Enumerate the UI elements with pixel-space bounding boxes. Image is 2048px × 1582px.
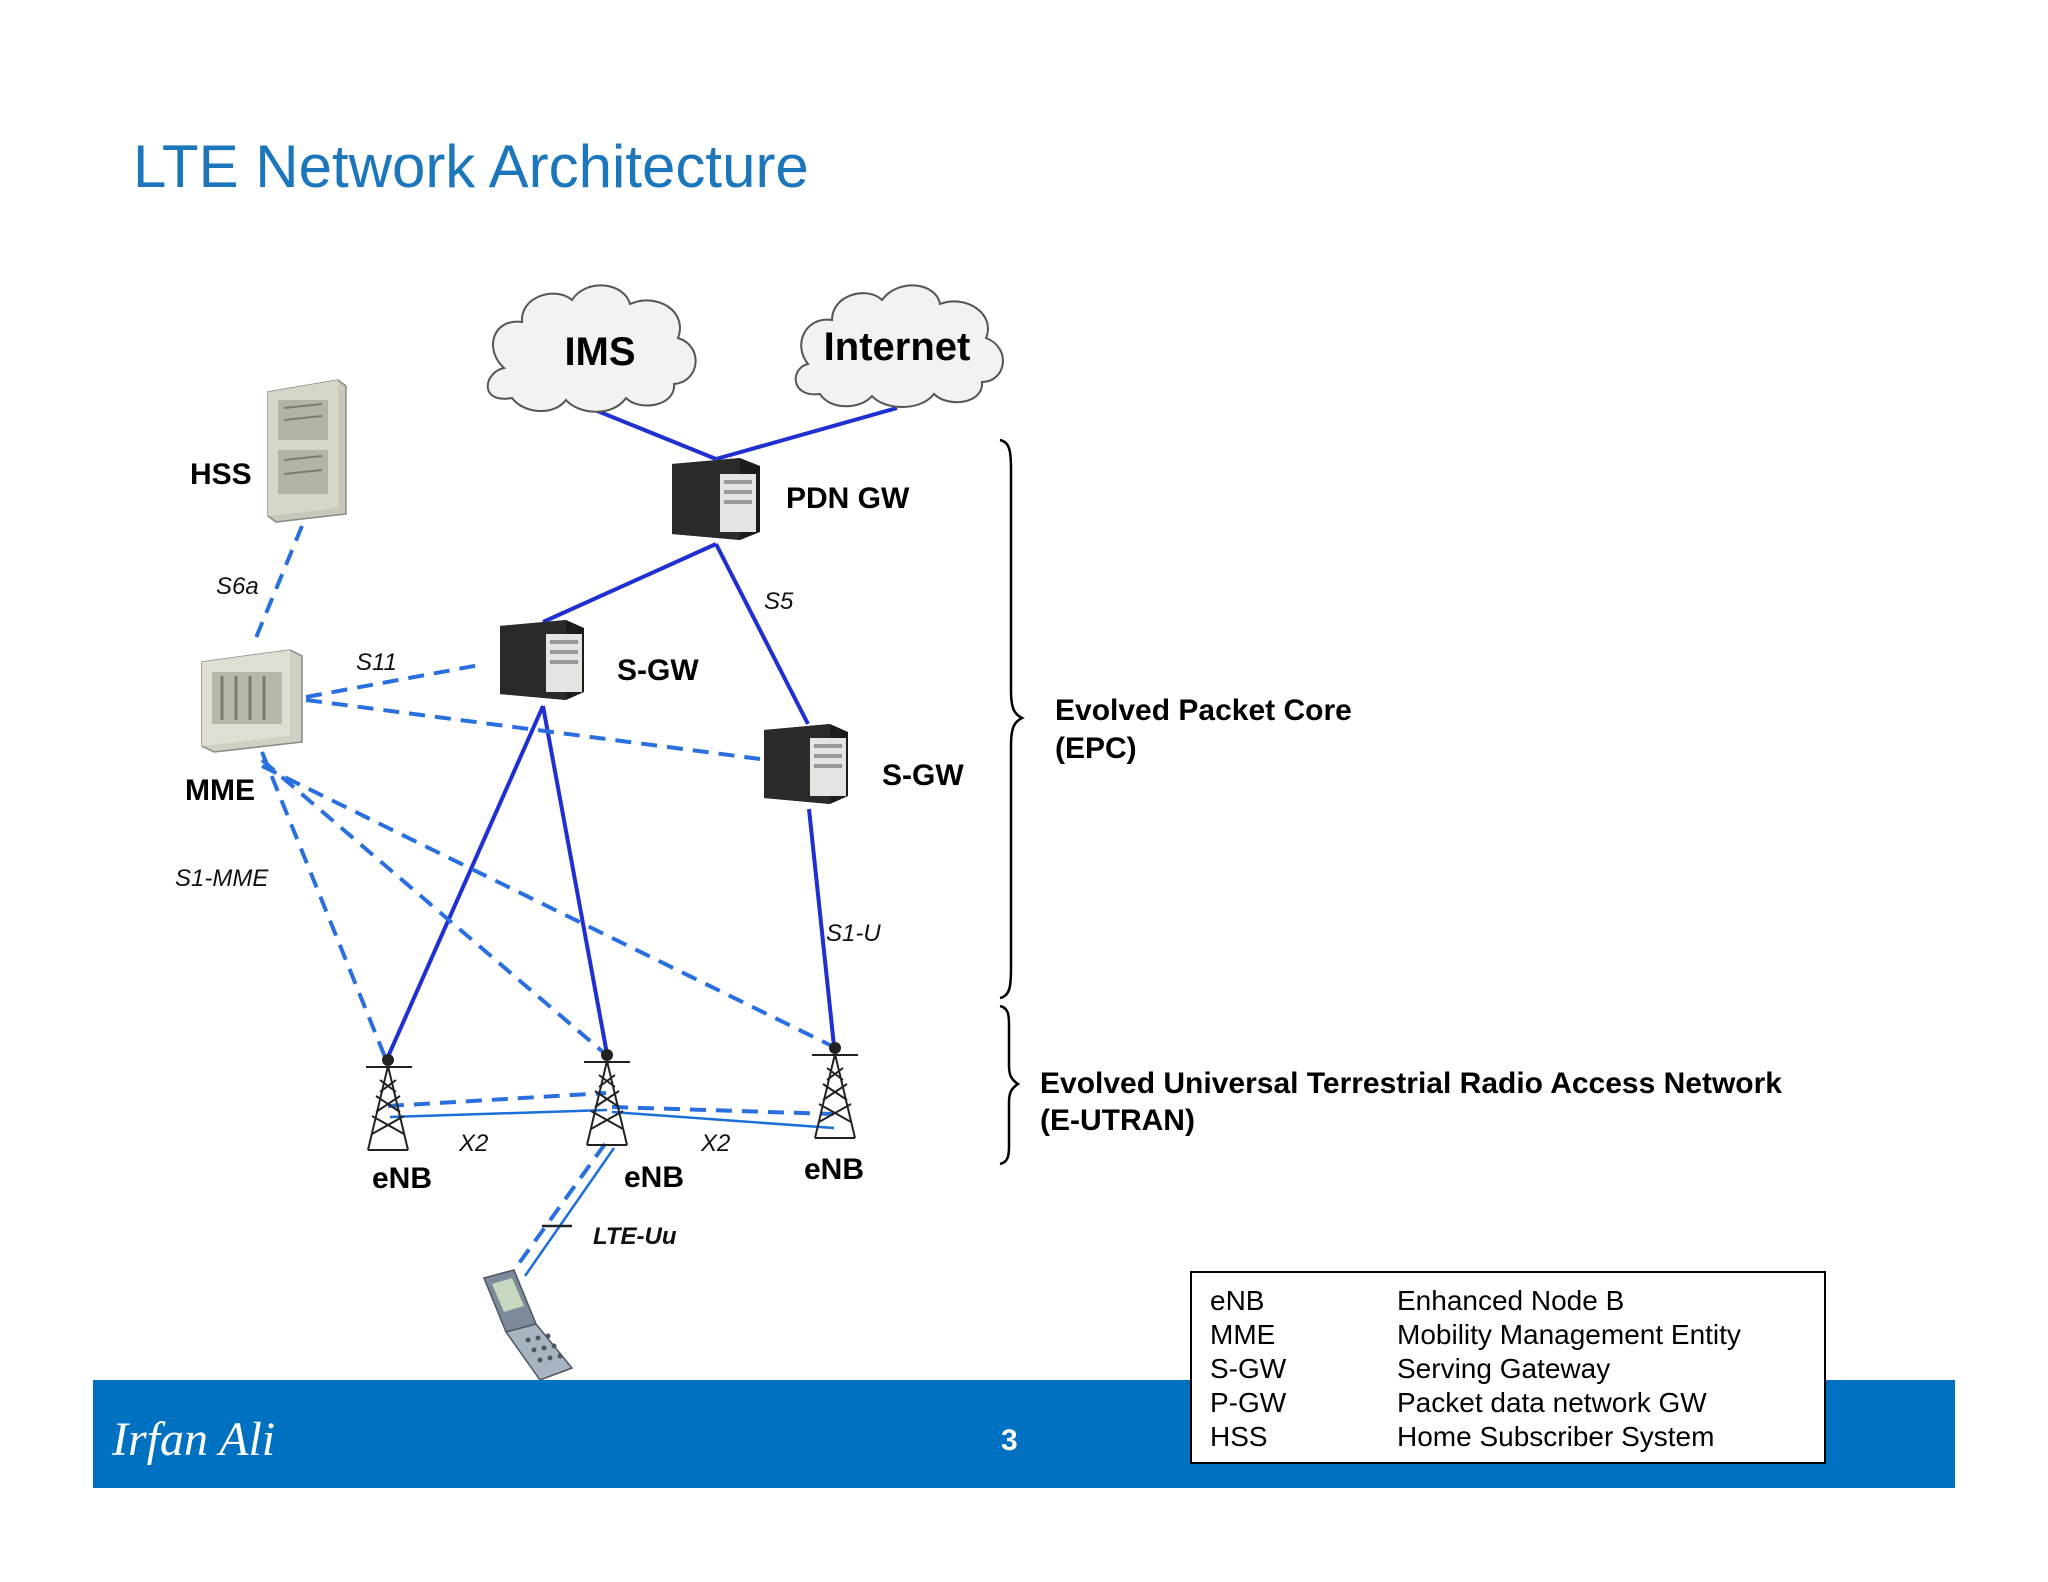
epc-label-line1: Evolved Packet Core: [1055, 694, 1352, 727]
link-mme-enb3: [261, 764, 833, 1048]
link-internet-pdngw: [715, 406, 898, 461]
link-x2-dashed-2: [611, 1105, 834, 1116]
enb2-tower-icon: [584, 1049, 630, 1146]
link-pdngw-sgw2: [714, 543, 810, 725]
dashed-links: [251, 525, 834, 1275]
mobile-phone-icon: [482, 1269, 574, 1381]
legend-row: MME Mobility Management Entity: [1210, 1319, 1810, 1353]
s11-label: S11: [356, 649, 397, 676]
mme-label: MME: [185, 774, 255, 807]
link-mme-enb2: [260, 758, 605, 1054]
link-uu-solid: [523, 1147, 616, 1277]
s1-u-label: S1-U: [826, 920, 881, 947]
lte-uu-label: LTE-Uu: [593, 1223, 677, 1250]
eutran-label-line2: (E-UTRAN): [1040, 1104, 1195, 1137]
hss-server-icon: [267, 379, 347, 523]
legend-definition: Enhanced Node B: [1397, 1285, 1625, 1316]
eutran-brace: [999, 1004, 1021, 1166]
page-number: 3: [1001, 1424, 1018, 1457]
link-hss-mme: [251, 525, 304, 646]
legend-definition: Mobility Management Entity: [1397, 1319, 1741, 1350]
link-mme-enb1: [260, 751, 387, 1058]
internet-label: Internet: [824, 325, 971, 369]
page-title: LTE Network Architecture: [133, 133, 809, 200]
sgw1-label: S-GW: [617, 654, 699, 687]
link-x2-dashed-1: [387, 1091, 607, 1108]
epc-brace: [999, 438, 1025, 1000]
pdn-gw-server-icon: [672, 458, 760, 540]
epc-label-line2: (EPC): [1055, 732, 1137, 765]
thin-links: [389, 1108, 835, 1277]
x2-right-label: X2: [700, 1130, 730, 1157]
ims-cloud-icon: [486, 284, 697, 413]
enb3-label: eNB: [804, 1153, 864, 1186]
legend-row: P-GW Packet data network GW: [1210, 1387, 1810, 1421]
link-uu-dashed: [510, 1142, 607, 1275]
link-sgw2-enb3: [807, 808, 836, 1047]
abbreviation-legend: eNB Enhanced Node B MME Mobility Managem…: [1190, 1271, 1826, 1464]
link-sgw1-enb2: [541, 705, 609, 1055]
s1-mme-label: S1-MME: [175, 865, 269, 892]
link-x2-solid-1: [389, 1108, 608, 1119]
s6a-label: S6a: [216, 573, 259, 600]
link-ims-pdngw: [594, 408, 717, 461]
enb3-tower-icon: [812, 1042, 858, 1139]
enb1-label: eNB: [372, 1162, 432, 1195]
legend-abbr: MME: [1210, 1319, 1276, 1350]
sgw2-server-icon: [764, 724, 848, 804]
enb1-tower-icon: [366, 1054, 412, 1151]
enb2-label: eNB: [624, 1161, 684, 1194]
legend-definition: Home Subscriber System: [1397, 1421, 1715, 1452]
pdn-gw-label: PDN GW: [786, 482, 910, 515]
s5-label: S5: [764, 588, 794, 615]
hss-label: HSS: [190, 458, 252, 491]
x2-left-label: X2: [458, 1130, 488, 1157]
legend-abbr: HSS: [1210, 1421, 1268, 1452]
mme-server-icon: [201, 649, 303, 753]
solid-links: [385, 406, 898, 1060]
internet-cloud-icon: [794, 284, 1004, 408]
link-sgw1-enb1: [385, 705, 545, 1060]
legend-definition: Packet data network GW: [1397, 1387, 1707, 1418]
legend-abbr: P-GW: [1210, 1387, 1287, 1418]
legend-abbr: S-GW: [1210, 1353, 1287, 1384]
eutran-label-line1: Evolved Universal Terrestrial Radio Acce…: [1040, 1067, 1782, 1100]
sgw1-server-icon: [500, 620, 584, 700]
link-pdngw-sgw1: [542, 542, 717, 624]
sgw2-label: S-GW: [882, 759, 964, 792]
link-mme-sgw1: [305, 662, 486, 699]
legend-definition: Serving Gateway: [1397, 1353, 1611, 1384]
link-x2-solid-2: [611, 1110, 835, 1130]
legend-abbr: eNB: [1210, 1285, 1265, 1316]
legend-row: eNB Enhanced Node B: [1210, 1285, 1810, 1319]
ims-label: IMS: [564, 330, 635, 374]
legend-row: S-GW Serving Gateway: [1210, 1353, 1810, 1387]
author-name: Irfan Ali: [112, 1413, 276, 1466]
legend-row: HSS Home Subscriber System: [1210, 1421, 1810, 1455]
